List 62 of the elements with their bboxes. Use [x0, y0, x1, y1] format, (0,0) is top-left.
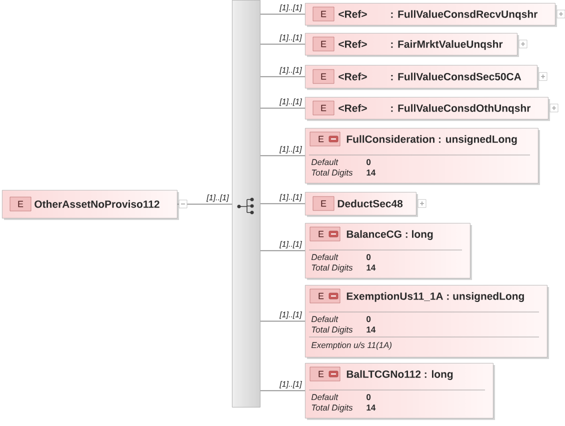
property-value: 14	[366, 170, 376, 176]
connector-line	[260, 250, 306, 252]
compositor-bar	[232, 0, 260, 408]
reference-label: <Ref>	[338, 104, 367, 112]
element-box	[305, 128, 540, 185]
connector-line	[260, 203, 306, 204]
connector-line	[260, 155, 306, 156]
property-value: 0	[366, 316, 371, 322]
reference-label: <Ref>	[338, 40, 367, 48]
connector-line	[177, 204, 232, 205]
element-name: : FairMrktValueUnqshr	[391, 40, 503, 50]
property-value: 14	[366, 404, 376, 410]
element-badge: E	[312, 100, 334, 116]
element-name: BalanceCG : long	[346, 230, 433, 240]
element-box	[305, 363, 495, 420]
element-badge: E	[310, 288, 340, 304]
property-value: 0	[366, 254, 371, 260]
element-box	[305, 223, 472, 280]
connector-line	[260, 108, 306, 109]
property-value: 14	[366, 264, 376, 270]
property-name: Default	[311, 254, 338, 260]
element-badge: E	[312, 196, 334, 211]
property-name: Total Digits	[312, 404, 353, 412]
property-value: 0	[366, 394, 371, 400]
element-box	[305, 33, 519, 57]
element-box	[305, 97, 550, 121]
element-box	[305, 285, 549, 359]
element-box	[305, 65, 539, 90]
element-badge: E	[310, 132, 340, 146]
connector-line	[260, 320, 306, 322]
element-box	[305, 192, 418, 217]
element-name: ExemptionUs11_1A : unsignedLong	[346, 292, 524, 302]
property-name: Total Digits	[312, 326, 353, 334]
element-badge: E	[310, 366, 340, 382]
element-name: FullConsideration : unsignedLong	[346, 135, 517, 145]
element-badge: E	[312, 6, 334, 22]
element-box	[305, 3, 557, 27]
element-badge: E	[310, 226, 340, 242]
element-badge: E	[312, 36, 334, 52]
element-badge: E	[10, 196, 32, 212]
documentation-text: Exemption u/s 11(1A)	[311, 342, 392, 350]
element-name: : FullValueConsdSec50CA	[391, 72, 522, 80]
element-name: : FullValueConsdRecvUnqshr	[391, 10, 538, 20]
property-name: Default	[311, 394, 338, 400]
property-name: Total Digits	[312, 169, 353, 178]
element-name: DeductSec48	[338, 200, 403, 208]
property-value: 0	[366, 159, 371, 166]
element-name: OtherAssetNoProviso112	[34, 200, 160, 208]
connector-line	[260, 44, 306, 45]
property-name: Total Digits	[312, 264, 353, 272]
connector-line	[260, 14, 306, 15]
element-badge: E	[312, 69, 334, 84]
reference-label: <Ref>	[338, 72, 367, 80]
element-name: BalLTCGNo112 : long	[346, 370, 453, 380]
property-name: Default	[311, 316, 338, 322]
connector-line	[260, 76, 306, 78]
connector-line	[260, 390, 306, 392]
reference-label: <Ref>	[338, 10, 367, 18]
element-name: : FullValueConsdOthUnqshr	[391, 104, 530, 114]
property-value: 14	[366, 326, 376, 332]
element-box	[2, 190, 179, 220]
property-name: Default	[311, 158, 338, 166]
